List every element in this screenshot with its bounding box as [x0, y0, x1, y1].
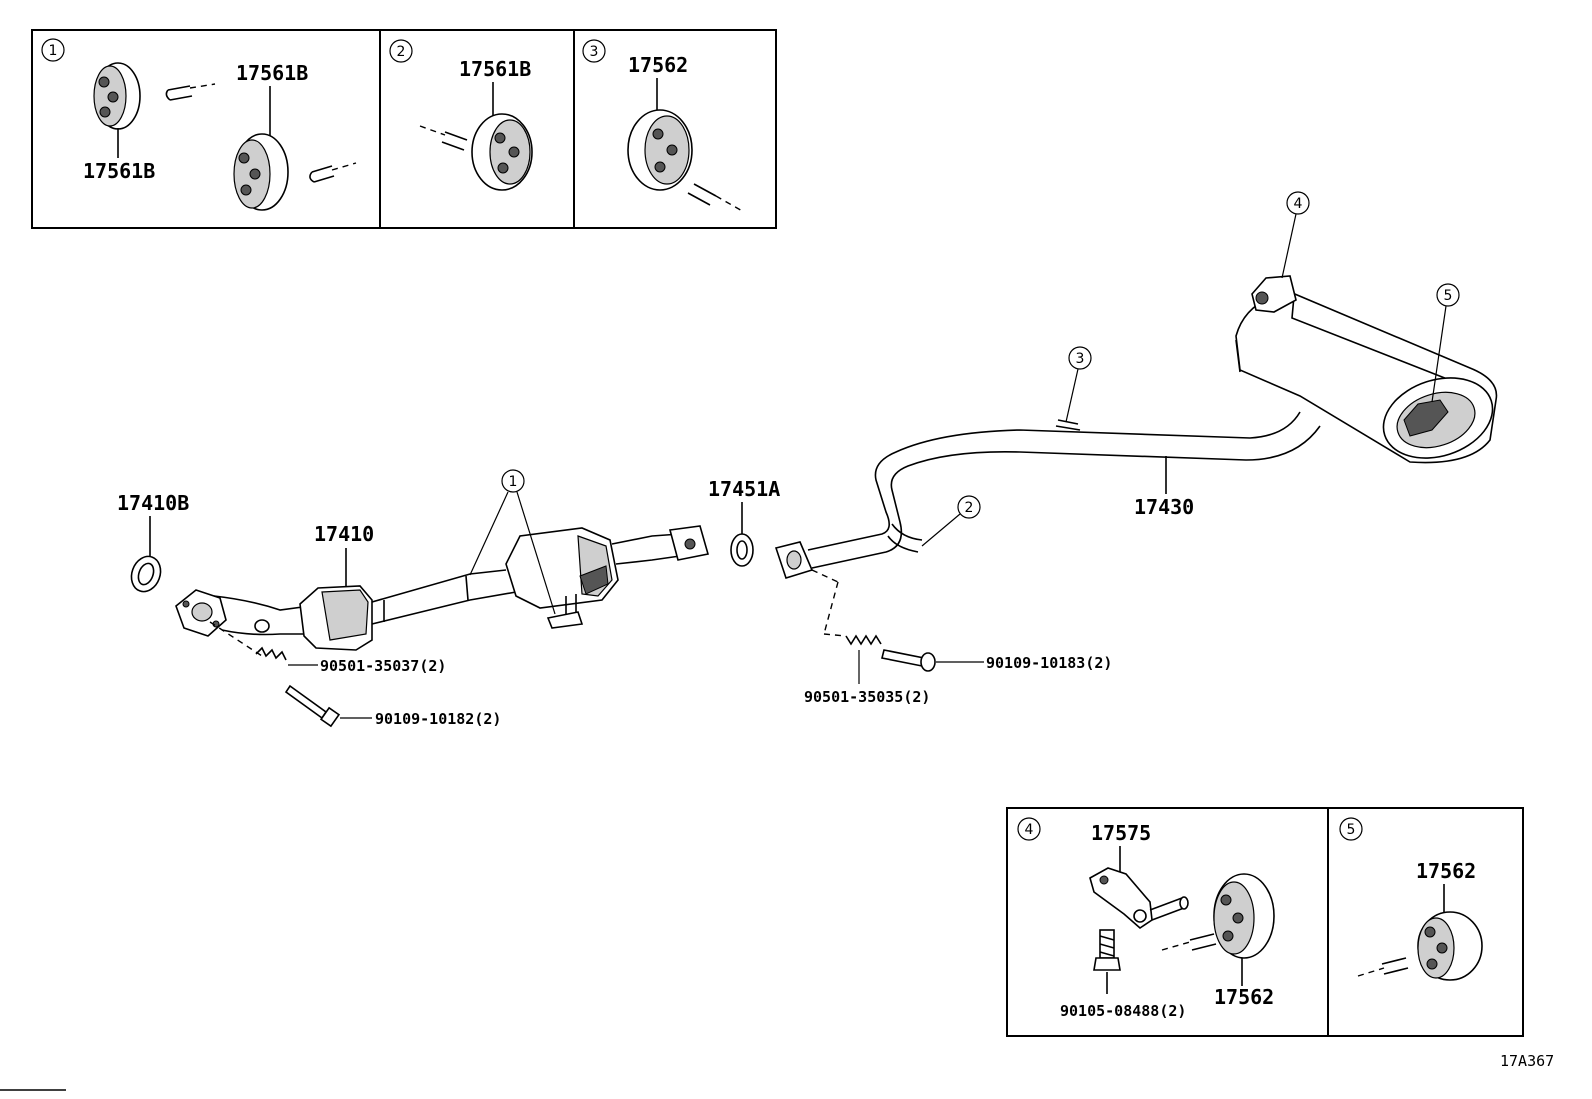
inset-3-index-circle: [582, 39, 606, 63]
inset-3: 3 17562: [582, 39, 745, 213]
hanger-pin-icon: [1161, 933, 1217, 951]
part-label-17575: 17575: [1091, 821, 1151, 845]
callout-3: 3: [1065, 346, 1092, 423]
callout-number: 4: [1294, 196, 1303, 212]
callout-circle: [501, 469, 525, 493]
callout-4: 4: [1281, 191, 1310, 279]
gasket-ring-icon: [137, 562, 155, 586]
hanger-pin-icon: [309, 162, 357, 183]
bolt-icon: [284, 684, 341, 728]
callout-number: 3: [1076, 351, 1085, 367]
bottom-inset-panels: [1006, 807, 1524, 1037]
rubber-mount-icon: [1213, 873, 1275, 959]
rubber-mount-icon: [627, 109, 693, 191]
rubber-mount-icon: [1417, 911, 1483, 981]
part-label-17562: 17562: [628, 53, 688, 77]
inset-4-index: 4: [1025, 822, 1034, 838]
hanger-pin-icon: [419, 125, 468, 151]
bolt-icon: [1093, 929, 1121, 971]
part-label-17561b: 17561B: [83, 159, 155, 183]
inset-5: 5 17562: [1339, 817, 1483, 981]
rubber-mount-icon: [233, 133, 289, 211]
bottom-inset-frame: [1006, 807, 1524, 1037]
hanger-bracket-icon: [1089, 867, 1189, 930]
gasket-front: 17410B: [117, 491, 189, 593]
part-label-90109-10183: 90109-10183(2): [986, 654, 1112, 672]
rubber-mount-icon: [93, 62, 141, 130]
top-inset-panels: [31, 29, 777, 229]
inset-4: 4 17575 90105-08488(2): [1017, 817, 1275, 1020]
front-fasteners: 90501-35037(2) 90109-10182(2): [209, 621, 501, 728]
part-label-17562: 17562: [1214, 985, 1274, 1009]
part-label-17561b: 17561B: [236, 61, 308, 85]
diagram-code: 17A367: [1500, 1052, 1554, 1070]
inset-1: 1 17561B 17561B: [41, 38, 357, 211]
hanger-pin-icon: [165, 83, 216, 101]
hanger-bracket-icon: [546, 611, 584, 629]
callout-circle: [1068, 346, 1092, 370]
gasket-mid: 17451A: [708, 477, 780, 567]
bolt-icon: [881, 649, 936, 672]
part-label-17562: 17562: [1416, 859, 1476, 883]
part-label-17410: 17410: [314, 522, 374, 546]
inset-1-index: 1: [49, 43, 58, 59]
rear-fasteners: 90501-35035(2) 90109-10183(2): [804, 569, 1112, 706]
spring-icon: [845, 634, 882, 646]
hanger-pin-icon: [687, 183, 745, 213]
inset-5-index-circle: [1339, 817, 1363, 841]
callout-5: 5: [1431, 283, 1460, 403]
inset-3-index: 3: [590, 44, 599, 60]
callout-circle: [957, 495, 981, 519]
inset-5-index: 5: [1347, 822, 1356, 838]
part-label-17561b: 17561B: [459, 57, 531, 81]
spring-icon: [255, 646, 287, 661]
callout-number: 5: [1444, 288, 1453, 304]
part-label-90105-08488: 90105-08488(2): [1060, 1002, 1186, 1020]
part-label-17410b: 17410B: [117, 491, 189, 515]
front-exhaust-pipe: 17410: [175, 522, 710, 651]
callout-number: 1: [509, 474, 518, 490]
inset-2-index-circle: [389, 39, 413, 63]
hanger-pin-icon: [1357, 957, 1409, 977]
part-label-90501-35037: 90501-35037(2): [320, 657, 446, 675]
callout-circle: [1436, 283, 1460, 307]
callout-circle: [1286, 191, 1310, 215]
callout-number: 2: [965, 500, 974, 516]
part-label-90501-35035: 90501-35035(2): [804, 688, 930, 706]
inset-2: 2 17561B: [389, 39, 533, 191]
part-label-90109-10182: 90109-10182(2): [375, 710, 501, 728]
part-label-17451a: 17451A: [708, 477, 780, 501]
tail-exhaust-pipe: 17430: [774, 275, 1498, 579]
inset-4-index-circle: [1017, 817, 1041, 841]
rubber-mount-icon: [471, 113, 533, 191]
callout-2: 2: [921, 495, 981, 547]
inset-1-index-circle: [41, 38, 65, 62]
top-inset-frame: [31, 29, 777, 229]
part-label-17430: 17430: [1134, 495, 1194, 519]
inset-2-index: 2: [397, 44, 406, 60]
gasket-ring-icon: [736, 540, 748, 560]
callout-1: 1: [469, 469, 556, 615]
